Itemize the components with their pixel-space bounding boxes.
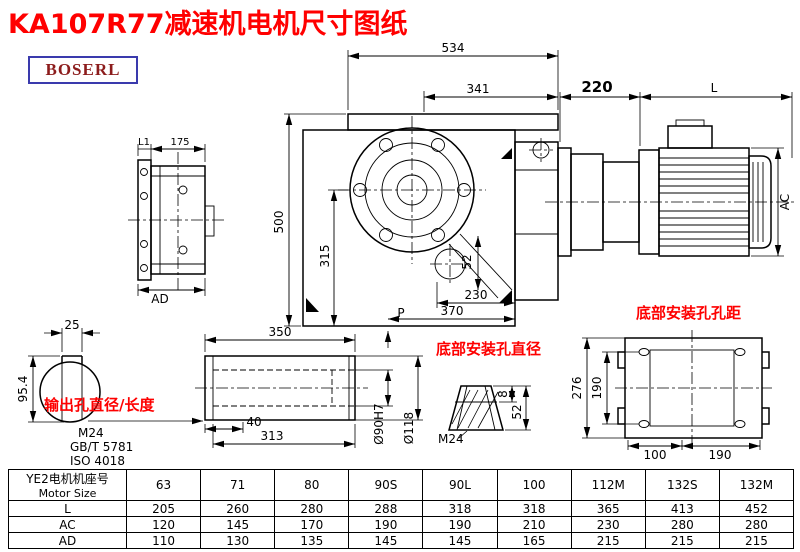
- output-side-view: [128, 152, 224, 290]
- cell: 145: [200, 516, 276, 533]
- col-header: 80: [274, 469, 350, 501]
- table-header-motor-size: YE2电机机座号 Motor Size: [8, 469, 127, 501]
- gearbox-front-dimensions: 534 341 500 315 52 230 370 P: [272, 41, 559, 348]
- dim-230: 230: [465, 288, 488, 302]
- table-row: L 205 260 280 288 318 318 365 413 452: [8, 500, 795, 517]
- dim-motor-length-L: L: [711, 81, 718, 95]
- dim-276: 276: [570, 377, 584, 400]
- cell: 135: [274, 532, 350, 549]
- shaft-section-dimensions: 25 95.4: [16, 318, 100, 423]
- cell: 170: [274, 516, 350, 533]
- col-header: 100: [496, 469, 572, 501]
- cell: 230: [570, 516, 646, 533]
- row-label: AC: [8, 516, 127, 533]
- motor-side-view: [545, 119, 794, 257]
- table-header-en: Motor Size: [38, 487, 97, 500]
- dim-534: 534: [442, 41, 465, 55]
- table-header-cn: YE2电机机座号: [26, 472, 109, 486]
- dim-315: 315: [318, 245, 332, 268]
- cell: 210: [496, 516, 572, 533]
- gearbox-front-view: [302, 113, 559, 327]
- dim-95-4: 95.4: [16, 376, 30, 403]
- cell: 215: [644, 532, 720, 549]
- label-bottom-hole-pitch: 底部安装孔孔距: [636, 304, 741, 322]
- col-header: 132S: [644, 469, 720, 501]
- dim-370: 370: [441, 304, 464, 318]
- col-header: 90S: [348, 469, 424, 501]
- dim-outer-diameter: Ø118: [402, 412, 416, 444]
- cell: 280: [644, 516, 720, 533]
- dim-ad: AD: [151, 292, 168, 306]
- output-shaft-view: [195, 355, 368, 421]
- dim-190-horizontal: 190: [709, 448, 732, 462]
- cell: 205: [125, 500, 202, 517]
- row-label: L: [8, 500, 127, 517]
- cell: 145: [348, 532, 424, 549]
- cell: 365: [570, 500, 646, 517]
- dim-190-vertical: 190: [590, 377, 604, 400]
- cell: 260: [200, 500, 276, 517]
- dim-500: 500: [272, 211, 286, 234]
- output-side-dimensions: L1 175 AD: [137, 137, 206, 306]
- dim-bore-diameter: Ø90H7: [372, 403, 386, 444]
- label-bottom-hole-diameter: 底部安装孔直径: [436, 340, 541, 358]
- motor-dimensions: 220 L AC: [559, 78, 793, 257]
- col-header: 71: [200, 469, 276, 501]
- cell: 190: [422, 516, 498, 533]
- table-row: AD 110 130 135 145 145 165 215 215 215: [8, 532, 795, 549]
- col-header: 112M: [570, 469, 646, 501]
- cell: 452: [718, 500, 795, 517]
- brand-logo: BOSERL: [28, 56, 138, 84]
- col-header: 90L: [422, 469, 498, 501]
- dim-8: 8: [496, 390, 510, 398]
- dim-p: P: [397, 306, 404, 320]
- row-label: AD: [8, 532, 127, 549]
- cell: 288: [348, 500, 424, 517]
- dim-175: 175: [170, 137, 189, 148]
- cell: 120: [125, 516, 202, 533]
- col-header: 63: [125, 469, 202, 501]
- cell: 280: [718, 516, 795, 533]
- mounting-hole-detail: 8 52 M24 底部安装孔直径: [436, 340, 541, 446]
- dim-100: 100: [644, 448, 667, 462]
- cell: 318: [496, 500, 572, 517]
- dim-313: 313: [261, 429, 284, 443]
- cell: 145: [422, 532, 498, 549]
- col-header: 132M: [718, 469, 795, 501]
- cell: 130: [200, 532, 276, 549]
- dim-341: 341: [467, 82, 490, 96]
- cell: 215: [570, 532, 646, 549]
- dim-ac: AC: [778, 194, 792, 210]
- cell: 190: [348, 516, 424, 533]
- dim-thread-std-iso: ISO 4018: [70, 454, 125, 468]
- dim-25: 25: [64, 318, 79, 332]
- dim-350: 350: [269, 325, 292, 339]
- motor-dimension-table: YE2电机机座号 Motor Size 63 71 80 90S 90L 100…: [8, 469, 795, 549]
- dim-thread-std-gb: GB/T 5781: [70, 440, 133, 454]
- dim-52: 52: [460, 254, 474, 269]
- cell: 413: [644, 500, 720, 517]
- dim-l1: L1: [138, 137, 150, 148]
- mounting-bottom-view: [615, 330, 772, 448]
- table-row: AC 120 145 170 190 190 210 230 280 280: [8, 516, 795, 533]
- cell: 215: [718, 532, 795, 549]
- mounting-bottom-dimensions: 276 190 100 190 底部安装孔孔距: [570, 304, 761, 462]
- dim-220: 220: [581, 78, 612, 96]
- label-output-hole: 输出孔直径/长度: [44, 396, 155, 414]
- dim-40: 40: [246, 415, 261, 429]
- dim-52-depth: 52: [510, 404, 524, 419]
- cell: 165: [496, 532, 572, 549]
- dim-end-thread: M24: [78, 426, 104, 440]
- dim-hole-thread: M24: [438, 432, 464, 446]
- output-shaft-dimensions: 350 40 313 Ø90H7 Ø118 输出孔直径/长度 M24 GB/T …: [44, 325, 423, 468]
- shaft-section-view: [39, 355, 101, 423]
- cell: 110: [125, 532, 202, 549]
- cell: 280: [274, 500, 350, 517]
- cell: 318: [422, 500, 498, 517]
- page-title: KA107R77减速机电机尺寸图纸: [8, 9, 408, 40]
